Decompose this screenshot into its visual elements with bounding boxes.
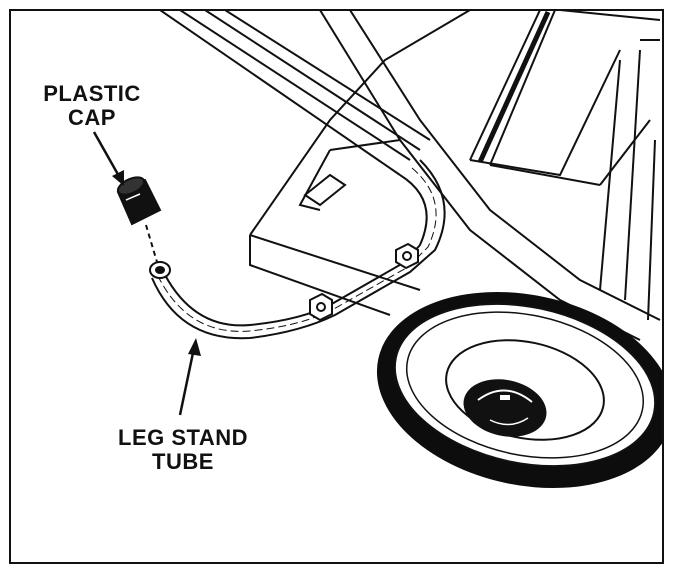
leg-stand-tube-label-line1: LEG STAND bbox=[118, 425, 248, 450]
plastic-cap-arrow bbox=[92, 131, 124, 186]
leg-stand-arrow bbox=[178, 338, 201, 416]
leg-stand-tube bbox=[151, 159, 446, 340]
figure-border bbox=[9, 9, 664, 564]
hex-nut-lower bbox=[309, 292, 333, 322]
plastic-cap-label-line2: CAP bbox=[68, 105, 116, 130]
cart-body bbox=[159, 11, 661, 341]
plastic-cap bbox=[116, 176, 162, 226]
hex-nut-upper bbox=[395, 242, 419, 270]
wheel-hub bbox=[463, 379, 547, 437]
leg-stand-tube-label: LEG STAND TUBE bbox=[108, 426, 258, 474]
leg-stand-tube-label-line2: TUBE bbox=[152, 449, 214, 474]
plastic-cap-label-line1: PLASTIC bbox=[43, 81, 141, 106]
alignment-line bbox=[145, 224, 158, 263]
wheel bbox=[376, 291, 662, 489]
plastic-cap-label: PLASTIC CAP bbox=[34, 82, 150, 130]
